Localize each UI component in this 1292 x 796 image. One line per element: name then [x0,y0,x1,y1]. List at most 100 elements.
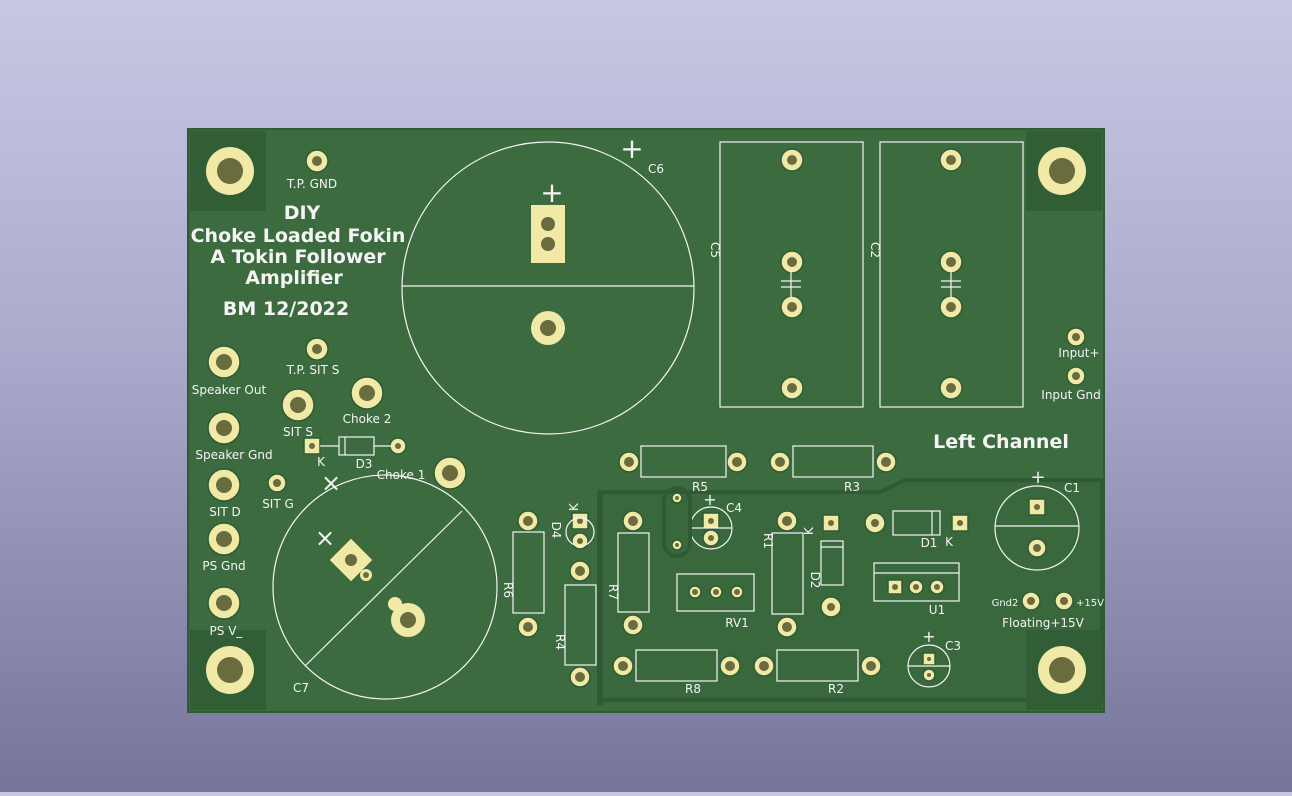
pad-jumper-2 [671,539,683,551]
label-ps-gnd: PS Gnd [202,559,245,573]
label-sit-d: SIT D [209,505,241,519]
label-tp-sit-s: T.P. SIT S [286,363,340,377]
d3-refdes: D3 [356,457,373,471]
pad-input-plus [1066,327,1086,347]
channel-label: Left Channel [933,431,1069,453]
r7-refdes: R7 [606,584,620,600]
resistor-r2-body [776,649,859,682]
pad-c5-4 [780,376,804,400]
pad-plus15v [1054,591,1074,611]
resistor-r8-body [635,649,718,682]
pad-c2-4 [939,376,963,400]
pad-c1-2 [1027,538,1047,558]
label-speaker-gnd: Speaker Gnd [195,448,272,462]
pad-d3-k [303,437,321,455]
r3-refdes: R3 [844,480,860,494]
title-date: BM 12/2022 [223,298,349,320]
pad-ps-v [207,586,241,620]
pad-speaker-gnd [207,411,241,445]
pad-r2-2 [860,655,882,677]
c4-refdes: C4 [726,501,742,515]
pad-input-gnd [1066,366,1086,386]
pad-r5-1 [618,451,640,473]
d2-refdes: D2 [808,572,822,589]
r2-refdes: R2 [828,682,844,696]
pad-r4-2 [569,666,591,688]
pad-speaker-out [207,345,241,379]
d3-k-label: K [317,455,326,469]
u1-refdes: U1 [929,603,945,617]
c7-cross: × [321,469,341,497]
rv1-refdes: RV1 [725,616,749,630]
pad-rv1-1 [688,585,702,599]
pad-gnd2 [1021,591,1041,611]
capacitor-c1: + C1 [994,467,1080,571]
c7-inner-cross: × [315,524,335,552]
pad-c1-1 [1028,498,1046,516]
pad-rv1-2 [709,585,723,599]
diode-d4: D4 K [549,502,595,547]
pad-jumper-1 [671,492,683,504]
diode-d2: D2 K [802,526,844,589]
pad-r2-1 [753,655,775,677]
pad-rv1-3 [730,585,744,599]
title-line-amplifier: Amplifier [245,267,343,289]
pad-d1-a [864,512,886,534]
c1-plus: + [1030,467,1045,488]
r6-refdes: R6 [501,582,515,598]
pad-r6-2 [517,616,539,638]
r4-refdes: R4 [553,634,567,650]
pad-r1-2 [776,616,798,638]
diode-d3: D3 K [317,436,392,471]
label-floating-15v: Floating+15V [1002,616,1085,630]
pad-d3-a [389,437,407,455]
pad-r7-2 [622,614,644,636]
c6-refdes: C6 [648,162,664,176]
c7-refdes: C7 [293,681,309,695]
jumper-oval [662,486,692,558]
pad-c3-2 [922,668,936,682]
pad-sit-s [281,388,315,422]
resistor-r1-body [771,532,804,615]
pad-sit-d [207,468,241,502]
label-sit-g: SIT G [262,497,294,511]
label-sit-s: SIT S [283,425,313,439]
label-choke-1: Choke 1 [377,468,426,482]
mounting-hole-tr [1038,147,1086,195]
d2-k-label: K [802,526,816,535]
pad-c3-1 [922,652,936,666]
pad-tp-sit-s [305,337,329,361]
mounting-hole-tl [206,147,254,195]
pad-c5-2 [780,250,804,274]
pad-ps-gnd [207,522,241,556]
pad-d2-a [820,596,842,618]
c1-refdes: C1 [1064,481,1080,495]
label-speaker-out: Speaker Out [192,383,267,397]
pad-c2-2 [939,250,963,274]
d4-k-label: K [567,502,581,511]
d4-refdes: D4 [549,522,563,539]
pad-choke-2 [350,376,384,410]
label-choke-2: Choke 2 [343,412,392,426]
resistor-r4-body [564,584,597,666]
capacitor-c5: C5 [708,141,864,408]
capacitor-c3: + C3 [907,627,961,688]
pad-d4-k [571,512,589,530]
capacitor-c6: + C6 + [401,132,695,435]
capacitor-c2: C2 [868,141,1024,408]
r1-refdes: R1 [761,533,775,549]
mounting-hole-bl [206,646,254,694]
label-tp-gnd: T.P. GND [286,177,337,191]
title-line-choke: Choke Loaded Fokin [191,225,406,247]
label-input-plus: Input+ [1058,346,1099,360]
d1-k-label: K [945,535,954,549]
mounting-hole-br [1038,646,1086,694]
pad-u1-1 [887,579,903,595]
pad-r7-1 [622,510,644,532]
pad-c2-3 [939,295,963,319]
r8-refdes: R8 [685,682,701,696]
diode-d1: D1 K [892,510,954,550]
pad-r8-1 [612,655,634,677]
